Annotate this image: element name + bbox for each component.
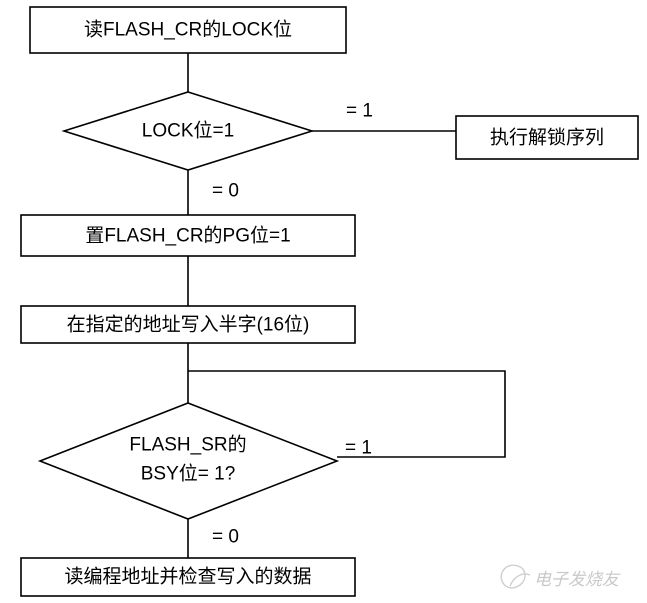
edge-label-bsy-no: = 0 [212,527,239,548]
node-set-pg-box [20,214,356,257]
connectors [187,53,506,558]
node-set-pg-label: 置FLASH_CR的PG位=1 [85,225,290,247]
connector-bsy-loop [188,370,506,458]
node-write-label: 在指定的地址写入半字(16位) [67,314,310,336]
node-unlock-box [455,115,639,160]
decision-lock: LOCK位=1 [61,91,315,171]
decision-lock-diamond [61,91,315,171]
node-verify-label: 读编程地址并检查写入的数据 [64,566,311,588]
node-verify-box [20,557,356,597]
node-read-cr-box [29,6,347,54]
edge-labels: = 1 = 0 = 1 = 0 [212,101,373,548]
watermark-logo-icon [500,564,531,589]
node-write: 在指定的地址写入半字(16位) [20,305,356,344]
edge-label-lock-yes: = 1 [346,101,373,122]
node-read-cr: 读FLASH_CR的LOCK位 [29,6,347,54]
watermark: 电子发烧友 [500,564,621,590]
node-write-box [20,305,356,344]
edge-label-bsy-yes: = 1 [345,438,372,459]
node-unlock-label: 执行解锁序列 [490,127,604,149]
decision-bsy: FLASH_SR的 BSY位= 1? [37,402,340,520]
decision-lock-label: LOCK位=1 [142,120,234,142]
decision-bsy-label-line2: BSY位= 1? [141,463,236,485]
decision-bsy-diamond [37,402,340,520]
node-unlock: 执行解锁序列 [455,115,639,160]
decision-bsy-label-line1: FLASH_SR的 [129,434,246,456]
edge-label-lock-no: = 0 [212,181,239,202]
node-read-cr-label: 读FLASH_CR的LOCK位 [84,19,292,41]
node-set-pg: 置FLASH_CR的PG位=1 [20,214,356,257]
node-verify: 读编程地址并检查写入的数据 [20,557,356,597]
watermark-text: 电子发烧友 [534,570,621,590]
